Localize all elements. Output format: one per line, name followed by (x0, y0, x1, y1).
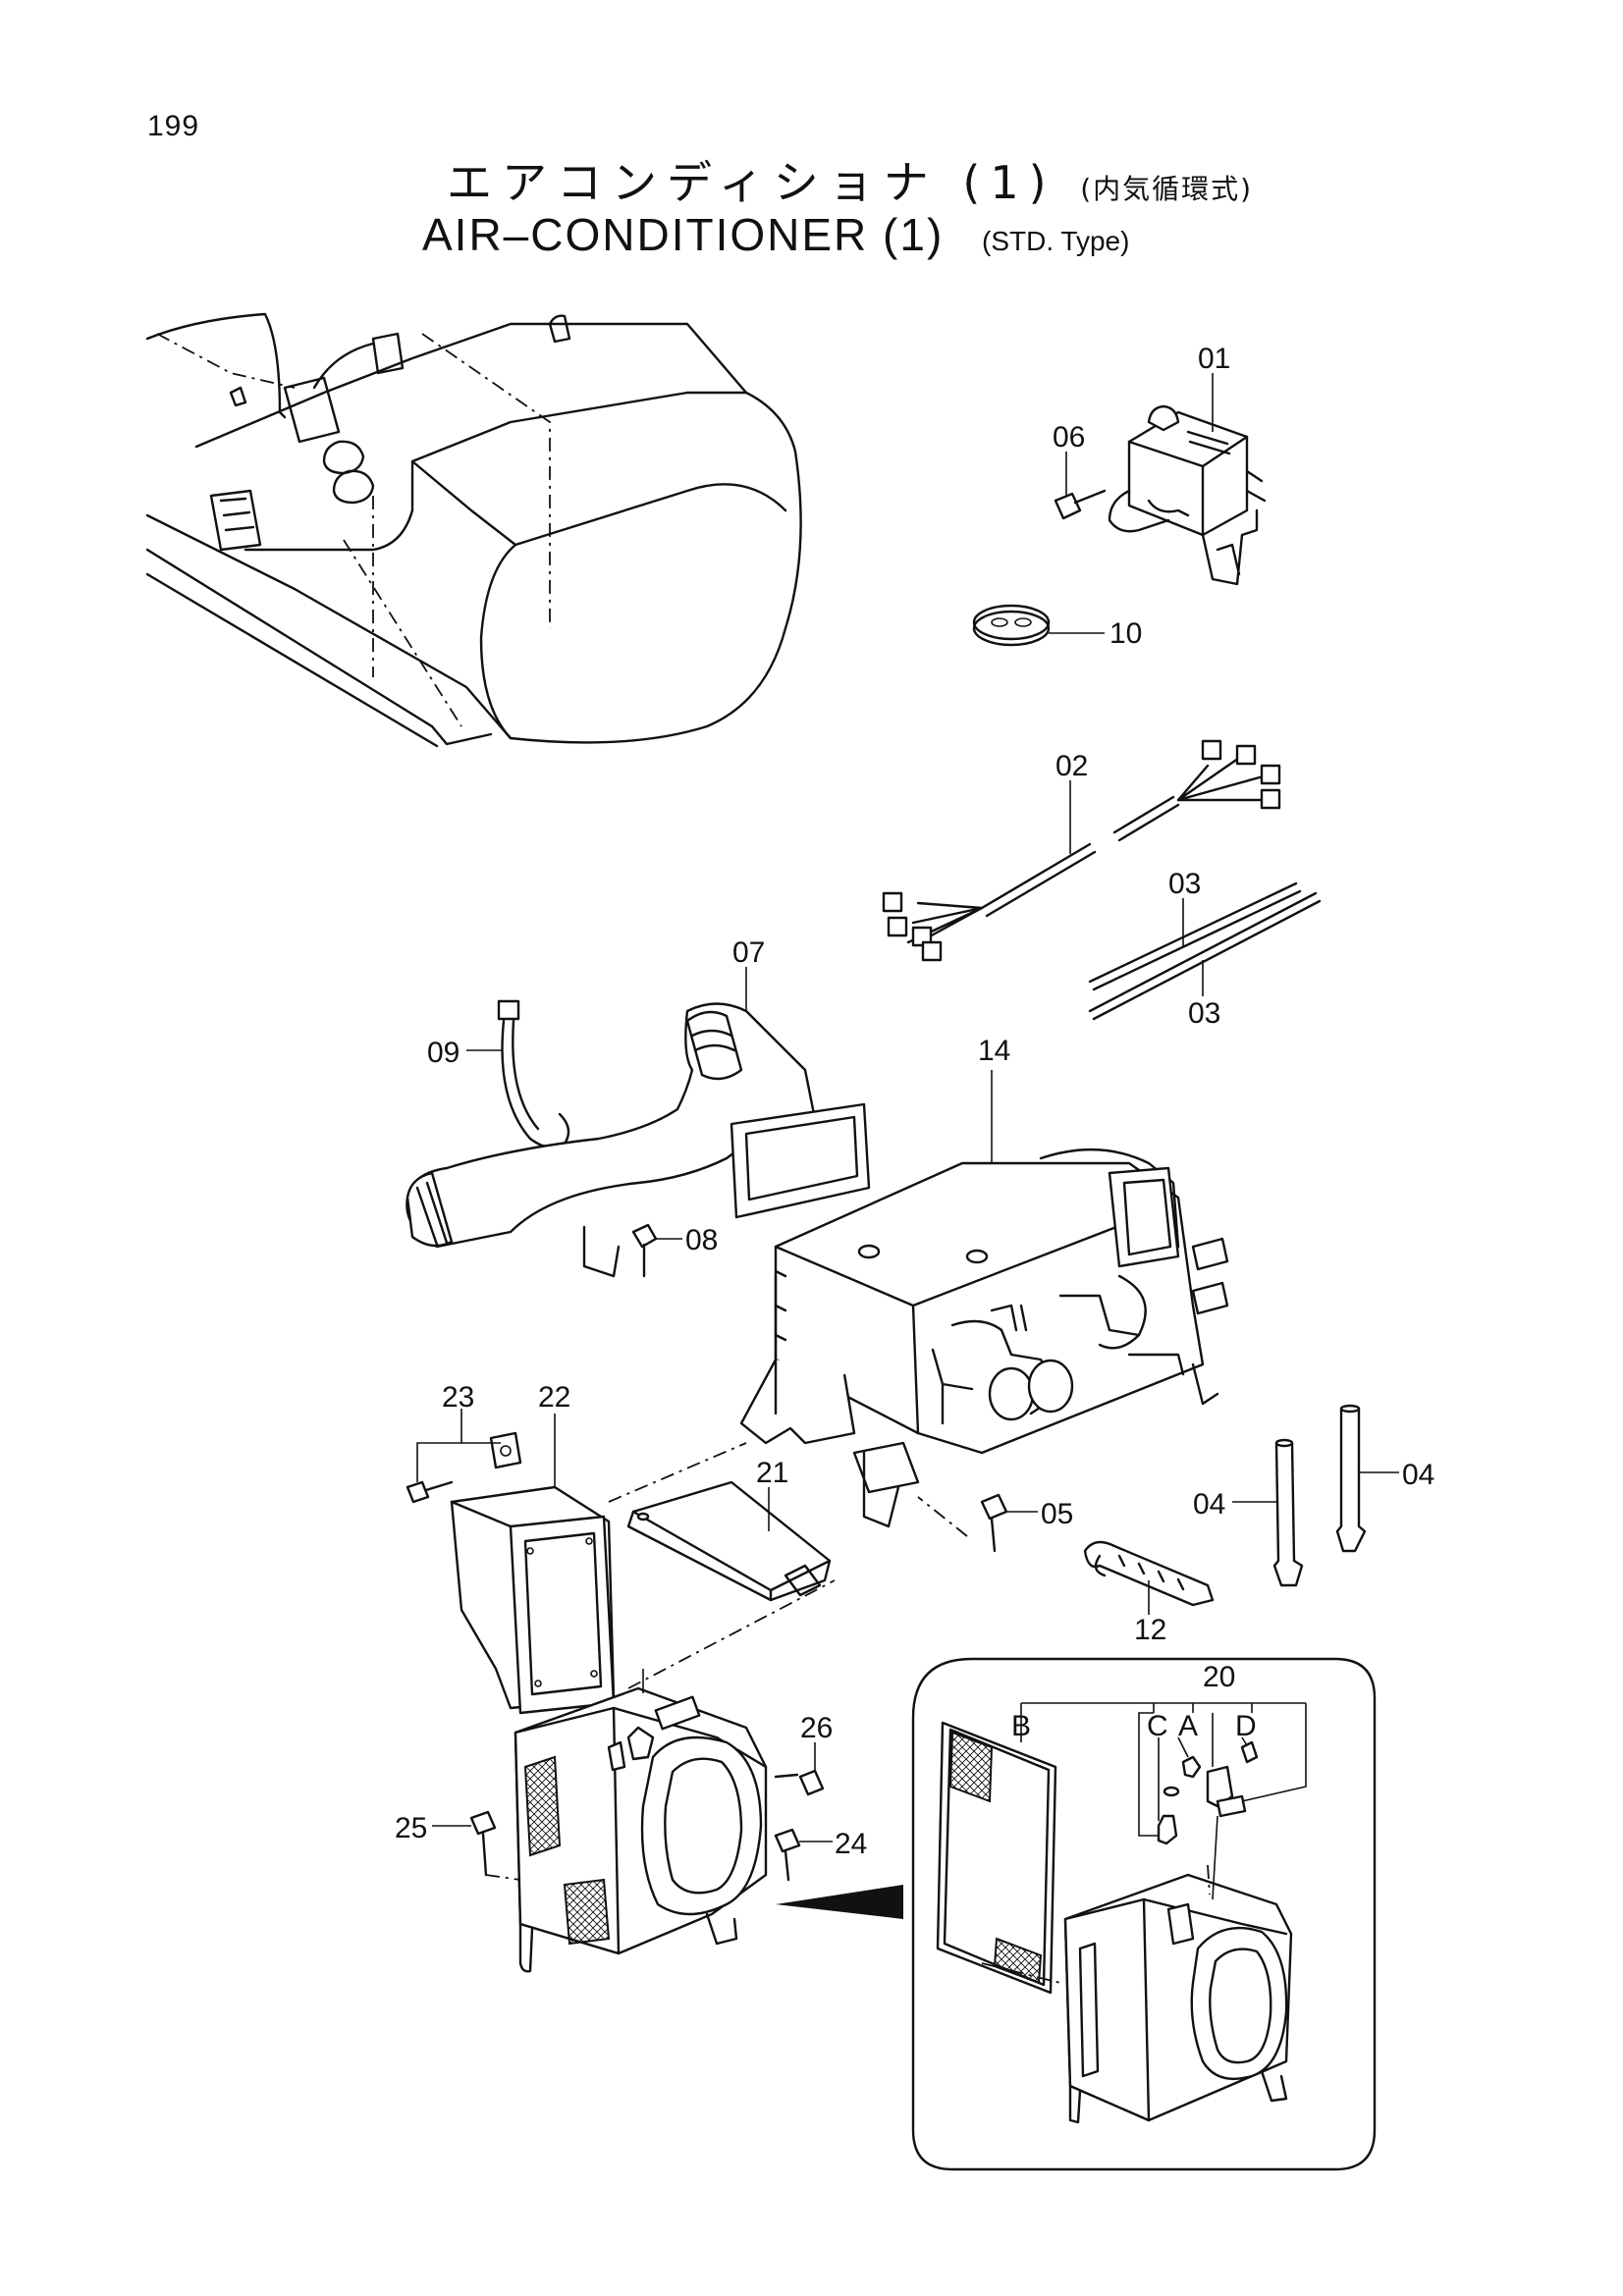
bolt-26-icon (774, 1742, 825, 1796)
label-10: 10 (1109, 617, 1142, 650)
rod-03-icon (1088, 881, 1322, 1021)
label-24: 24 (835, 1828, 867, 1860)
drain-hose-icon (1232, 1404, 1399, 1587)
title-en-sub: (STD. Type) (982, 226, 1130, 256)
detail-arrow (776, 1885, 903, 1919)
title-jp-sub: (内気循環式) (1080, 173, 1254, 205)
bolt-05-icon (917, 1493, 1038, 1553)
title-english: AIR–CONDITIONER (1) (STD. Type) (422, 208, 1129, 261)
label-detail-a: A (1178, 1710, 1198, 1742)
clamp-09-icon (466, 999, 570, 1149)
bolt-23-icon (406, 1409, 522, 1504)
label-07: 07 (732, 936, 765, 969)
label-26: 26 (800, 1712, 833, 1744)
label-06: 06 (1053, 421, 1085, 454)
label-20: 20 (1203, 1661, 1235, 1693)
label-03-top: 03 (1168, 868, 1201, 900)
label-04-right: 04 (1402, 1459, 1434, 1491)
air-conditioner-unit-icon (739, 1070, 1229, 1528)
label-detail-c: C (1147, 1710, 1168, 1742)
band-clamp-icon (1083, 1540, 1215, 1615)
bolt-24-icon (774, 1828, 833, 1882)
label-14: 14 (978, 1035, 1010, 1067)
bolt-06-icon (1054, 489, 1107, 520)
duct-icon (406, 967, 871, 1278)
label-detail-b: B (1011, 1710, 1031, 1742)
page-number: 199 (147, 110, 200, 142)
wire-harness-icon (882, 739, 1281, 962)
label-03-bottom: 03 (1188, 997, 1220, 1030)
label-12: 12 (1134, 1614, 1166, 1646)
label-09: 09 (427, 1037, 460, 1069)
title-jp-main: エアコンディショナ (1) (447, 156, 1056, 209)
filter-box-icon (514, 1669, 768, 1973)
label-21: 21 (756, 1457, 788, 1489)
label-23: 23 (442, 1381, 474, 1414)
bolt-08-icon (631, 1223, 682, 1278)
label-02: 02 (1055, 750, 1088, 782)
control-panel-icon (1108, 404, 1267, 586)
title-japanese: エアコンディショナ (1) (内気循環式) (447, 147, 1253, 212)
label-04-left: 04 (1193, 1488, 1225, 1521)
label-25: 25 (395, 1812, 427, 1844)
grommet-icon (972, 604, 1105, 647)
console-cabinet-icon (145, 312, 802, 748)
title-en-main: AIR–CONDITIONER (1) (422, 209, 945, 260)
label-01: 01 (1198, 343, 1230, 375)
label-detail-d: D (1235, 1710, 1257, 1742)
plate-21-icon (608, 1442, 836, 1689)
hood-22-icon (450, 1414, 616, 1715)
label-22: 22 (538, 1381, 570, 1414)
detail-inset (911, 1657, 1377, 2171)
label-05: 05 (1041, 1498, 1073, 1530)
label-08: 08 (685, 1224, 718, 1256)
bolt-25-icon (432, 1810, 521, 1881)
